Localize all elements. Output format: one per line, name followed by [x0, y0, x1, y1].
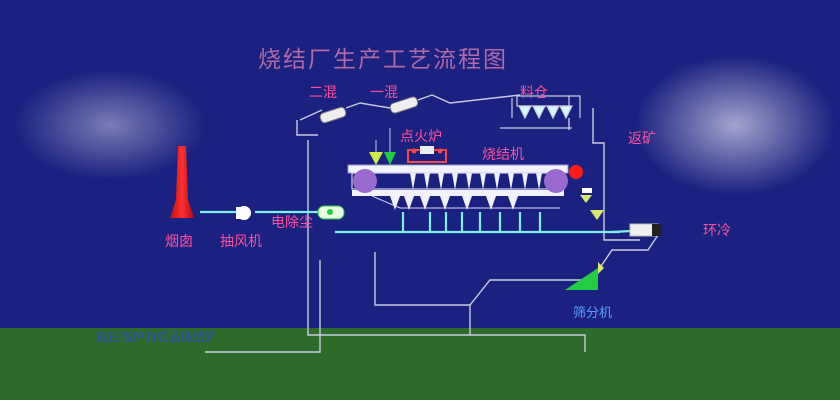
label-chimney: 烟囱 — [165, 234, 193, 250]
diagram-title: 烧结厂生产工艺流程图 — [258, 47, 508, 73]
label-mixer-2: 二混 — [309, 85, 337, 101]
exhaust-fan — [236, 206, 251, 220]
ring-cooler — [629, 223, 662, 237]
mixer-2 — [299, 102, 361, 124]
label-screening-machine: 筛分机 — [573, 306, 613, 321]
screening-machine — [565, 262, 604, 290]
label-feed-bins: 料仓 — [520, 85, 548, 101]
label-return-ore: 返矿 — [628, 131, 656, 147]
ground-background — [0, 328, 840, 400]
label-mixer-1: 一混 — [370, 85, 398, 101]
label-exhaust-fan: 抽风机 — [220, 234, 262, 250]
cooling-chutes — [580, 188, 604, 220]
chimney — [170, 146, 194, 218]
label-product: 送往高炉的成品烧结矿 — [96, 330, 217, 344]
feed-arrows — [369, 128, 396, 165]
label-ignition-furnace: 点火炉 — [400, 129, 442, 145]
mixer-1 — [359, 94, 521, 114]
cloud-glow-right — [635, 55, 835, 195]
label-precipitator: 电除尘 — [271, 215, 313, 231]
electrostatic-precipitator — [317, 205, 345, 220]
label-sinter-machine: 烧结机 — [482, 147, 524, 163]
label-ring-cooler: 环冷 — [703, 223, 731, 239]
ignition-furnace — [407, 146, 447, 163]
feed-bins — [500, 95, 581, 129]
wind-boxes — [390, 173, 542, 210]
sinter-machine — [347, 164, 583, 209]
cloud-glow-left — [15, 70, 205, 180]
flow-lines — [205, 108, 661, 353]
